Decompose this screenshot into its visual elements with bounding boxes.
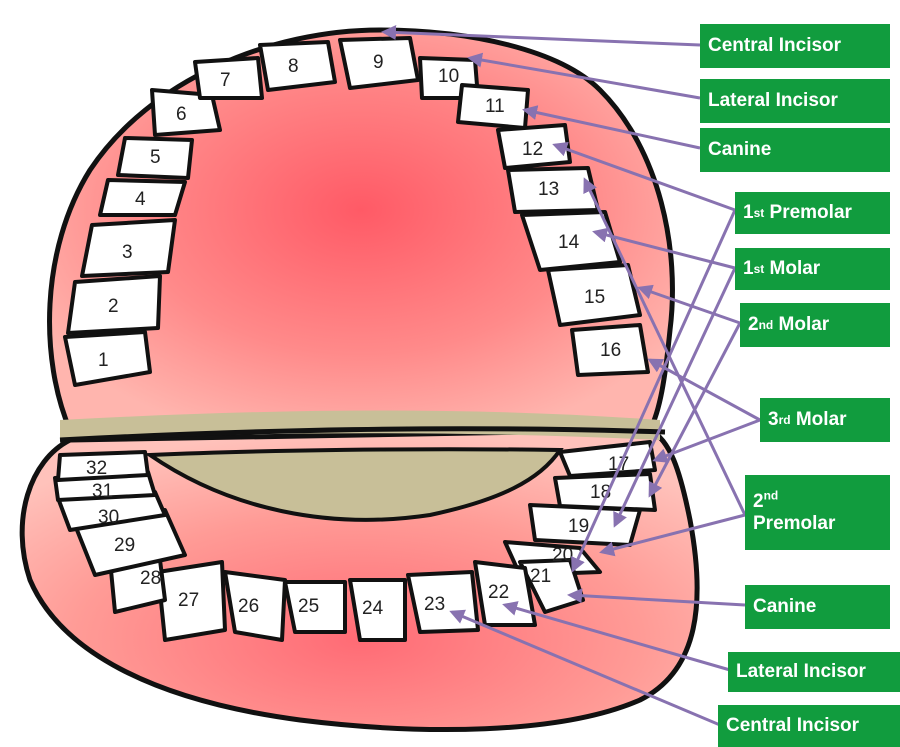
label-sup: nd — [764, 488, 779, 502]
tooth-num-3: 3 — [122, 242, 133, 263]
tooth-num-2: 2 — [108, 296, 119, 317]
tooth-num-23: 23 — [424, 594, 445, 615]
tooth-num-10: 10 — [438, 66, 459, 87]
label-text: Canine — [753, 596, 816, 618]
label-text: Central Incisor — [708, 35, 841, 57]
tooth-num-11: 11 — [485, 96, 505, 117]
label-text: Canine — [708, 139, 771, 161]
tooth-num-7: 7 — [220, 70, 231, 91]
label-num: 1 — [743, 258, 754, 280]
tooth-num-5: 5 — [150, 147, 161, 168]
tooth-num-21: 21 — [530, 566, 551, 587]
tooth-num-16: 16 — [600, 340, 621, 361]
tooth-num-1: 1 — [98, 350, 109, 371]
label-lateral-incisor-bottom: Lateral Incisor — [728, 652, 900, 692]
tooth-num-19: 19 — [568, 516, 589, 537]
tooth-num-20: 20 — [552, 545, 573, 566]
tooth-num-15: 15 — [584, 287, 605, 308]
tooth-num-27: 27 — [178, 590, 199, 611]
label-central-incisor-top: Central Incisor — [700, 24, 890, 68]
label-word: Premolar — [770, 202, 852, 224]
label-canine-bottom: Canine — [745, 585, 890, 629]
tooth-num-28: 28 — [140, 568, 161, 589]
tooth-num-25: 25 — [298, 596, 319, 617]
tooth-num-31: 31 — [92, 481, 113, 502]
label-text: Lateral Incisor — [708, 90, 838, 112]
label-word: Molar — [779, 314, 830, 336]
tooth-num-13: 13 — [538, 179, 559, 200]
label-num: 1 — [743, 202, 754, 224]
tooth-num-12: 12 — [522, 139, 543, 160]
label-num: 3 — [768, 409, 779, 431]
label-num: 2 — [748, 314, 759, 336]
tooth-num-30: 30 — [98, 507, 119, 528]
label-text: Central Incisor — [726, 715, 859, 737]
label-word: Molar — [796, 409, 847, 431]
tooth-num-24: 24 — [362, 598, 384, 619]
label-2nd-premolar: 2nd Premolar — [745, 475, 890, 550]
label-num: 2 — [753, 491, 764, 512]
tooth-num-8: 8 — [288, 56, 299, 77]
label-word: Molar — [770, 258, 821, 280]
tooth-num-22: 22 — [488, 582, 509, 603]
label-canine-top: Canine — [700, 128, 890, 172]
label-text: Lateral Incisor — [736, 661, 866, 683]
tooth-num-6: 6 — [176, 104, 187, 125]
label-line-2: Premolar — [753, 513, 835, 535]
tooth-num-26: 26 — [238, 596, 259, 617]
label-central-incisor-bottom: Central Incisor — [718, 705, 900, 747]
arrow-3rd-molar-up — [650, 360, 760, 420]
arrow-3rd-molar-down — [655, 420, 760, 460]
label-line-1: 2nd — [753, 491, 778, 513]
tooth-num-14: 14 — [558, 232, 580, 253]
tooth-num-32: 32 — [86, 458, 107, 479]
tooth-num-29: 29 — [114, 535, 135, 556]
label-lateral-incisor-top: Lateral Incisor — [700, 79, 890, 123]
tooth-num-4: 4 — [135, 189, 146, 210]
tooth-num-9: 9 — [373, 52, 384, 73]
